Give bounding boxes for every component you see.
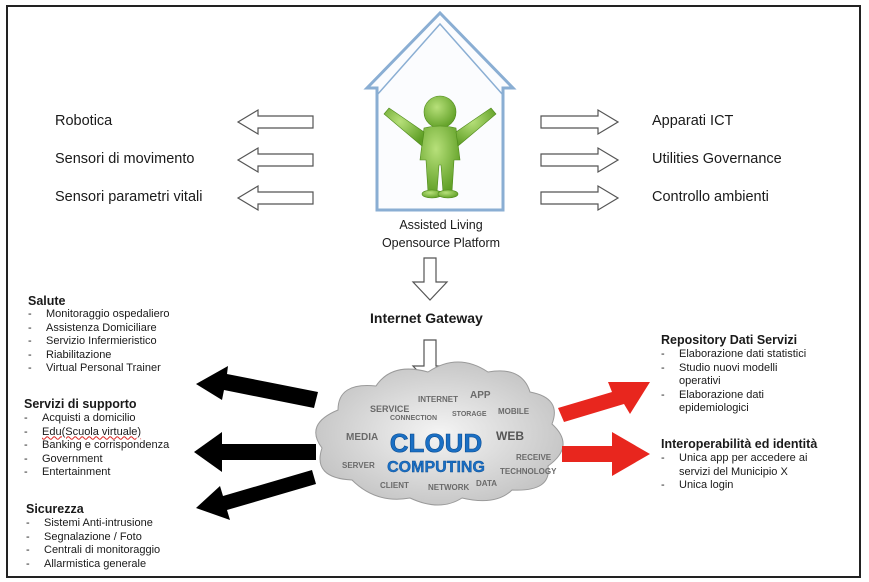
black-arrow-servizi	[194, 432, 316, 472]
section-salute-title: Salute	[28, 294, 66, 308]
svg-text:SERVER: SERVER	[342, 461, 375, 470]
section-interoperabilita-list: Unica app per accedere ai servizi del Mu…	[661, 452, 841, 493]
red-arrow-repository	[558, 382, 650, 422]
list-item: Elaborazione dati statistici	[661, 348, 841, 362]
cloud-title-line2: COMPUTING	[387, 459, 485, 476]
label-robotica: Robotica	[55, 113, 113, 129]
cloud-computing-icon: SERVICE INTERNET APP MOBILE MEDIA WEB RE…	[315, 361, 564, 506]
svg-text:MOBILE: MOBILE	[498, 407, 530, 416]
svg-text:NETWORK: NETWORK	[428, 483, 470, 492]
list-item: Acquisti a domicilio	[24, 412, 169, 426]
red-arrows	[558, 382, 650, 476]
list-item: Centrali di monitoraggio	[26, 544, 160, 558]
svg-text:RECEIVE: RECEIVE	[516, 453, 552, 462]
svg-text:CONNECTION: CONNECTION	[390, 415, 437, 422]
arrow-right-controllo	[540, 184, 620, 212]
list-item: Entertainment	[24, 466, 169, 480]
arrow-left-movimento	[236, 146, 314, 174]
list-item: Monitoraggio ospedaliero	[28, 308, 170, 322]
list-item: Segnalazione / Foto	[26, 531, 160, 545]
list-item-text: Edu(Scuola virtuale)	[42, 425, 142, 438]
platform-label: Assisted Living Opensource Platform	[361, 216, 521, 252]
arrow-right-ict	[540, 108, 620, 136]
svg-text:MEDIA: MEDIA	[346, 432, 378, 443]
section-interoperabilita-title: Interoperabilità ed identità	[661, 437, 818, 451]
arrow-right-utilities	[540, 146, 620, 174]
svg-text:STORAGE: STORAGE	[452, 411, 487, 418]
list-item: Sistemi Anti-intrusione	[26, 517, 160, 531]
label-apparati-ict: Apparati ICT	[652, 113, 734, 129]
section-salute-list: Monitoraggio ospedaliero Assistenza Domi…	[28, 308, 170, 376]
list-item: Unica login	[661, 479, 841, 493]
list-item: Studio nuovi modelli operativi	[661, 362, 789, 389]
cloud-title-line1: CLOUD	[390, 428, 482, 458]
label-sensori-parametri: Sensori parametri vitali	[55, 189, 203, 205]
platform-line2: Opensource Platform	[381, 236, 501, 250]
arrow-left-robotica	[236, 108, 314, 136]
list-item: Elaborazione dati epidemiologici	[661, 389, 799, 416]
list-item: Virtual Personal Trainer	[28, 362, 170, 376]
person-figure-icon	[383, 95, 497, 199]
left-hollow-arrows	[236, 108, 314, 212]
label-utilities-governance: Utilities Governance	[652, 151, 782, 167]
svg-text:WEB: WEB	[496, 429, 524, 443]
black-arrow-salute	[196, 366, 318, 408]
svg-text:TECHNOLOGY: TECHNOLOGY	[500, 467, 557, 476]
section-servizi-title: Servizi di supporto	[24, 397, 137, 411]
section-sicurezza-title: Sicurezza	[26, 502, 84, 516]
arrow-left-parametri	[236, 184, 314, 212]
svg-text:DATA: DATA	[476, 479, 497, 488]
black-arrows	[194, 366, 318, 520]
right-hollow-arrows	[540, 108, 620, 212]
list-item: Unica app per accedere ai servizi del Mu…	[661, 452, 829, 479]
svg-text:CLIENT: CLIENT	[380, 481, 409, 490]
platform-line1: Assisted Living	[399, 218, 483, 232]
section-sicurezza-list: Sistemi Anti-intrusione Segnalazione / F…	[26, 517, 160, 571]
list-item: Allarmistica generale	[26, 558, 160, 572]
list-item: Edu(Scuola virtuale)	[24, 426, 169, 440]
black-arrow-sicurezza	[196, 470, 316, 520]
red-arrow-interoperabilita	[562, 432, 650, 476]
list-item: Servizio Infermieristico	[28, 335, 170, 349]
section-repository-list: Elaborazione dati statistici Studio nuov…	[661, 348, 841, 416]
svg-text:APP: APP	[470, 390, 491, 401]
list-item: Riabilitazione	[28, 349, 170, 363]
svg-text:SERVICE: SERVICE	[370, 404, 409, 414]
internet-gateway-label: Internet Gateway	[370, 310, 483, 326]
label-controllo-ambienti: Controllo ambienti	[652, 189, 769, 205]
svg-text:INTERNET: INTERNET	[418, 395, 458, 404]
section-servizi-list: Acquisti a domicilio Edu(Scuola virtuale…	[24, 412, 169, 480]
list-item: Government	[24, 453, 169, 467]
list-item: Assistenza Domiciliare	[28, 322, 170, 336]
arrow-down-gateway	[411, 257, 449, 301]
label-sensori-movimento: Sensori di movimento	[55, 151, 195, 167]
section-repository-title: Repository Dati Servizi	[661, 333, 798, 347]
list-item: Banking e corrispondenza	[24, 439, 169, 453]
